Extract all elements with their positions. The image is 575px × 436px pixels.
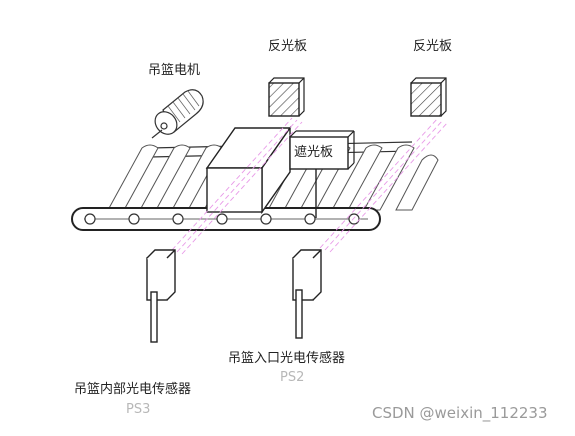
reflector-1: [268, 77, 305, 117]
basket-motor: [151, 89, 204, 139]
reflector-2: [410, 77, 447, 117]
light-beam-ps2: [319, 117, 449, 253]
watermark: CSDN @weixin_112233: [372, 404, 548, 422]
entrance-sensor-code: PS2: [280, 370, 305, 385]
shading-plate: [289, 130, 355, 218]
entrance-sensor-label: 吊篮入口光电传感器: [228, 351, 346, 366]
inner-photoelectric-sensor: [146, 249, 176, 343]
basket-motor-label: 吊篮电机: [148, 63, 201, 78]
reflector-2-label: 反光板: [413, 39, 453, 54]
light-beam-ps3: [171, 117, 303, 255]
shading-plate-label: 遮光板: [294, 145, 334, 160]
inner-sensor-code: PS3: [126, 402, 151, 417]
inner-sensor-label: 吊篮内部光电传感器: [74, 382, 192, 397]
entrance-photoelectric-sensor: [292, 249, 322, 339]
conveyor-item-box: [205, 125, 292, 215]
reflector-1-label: 反光板: [268, 39, 308, 54]
